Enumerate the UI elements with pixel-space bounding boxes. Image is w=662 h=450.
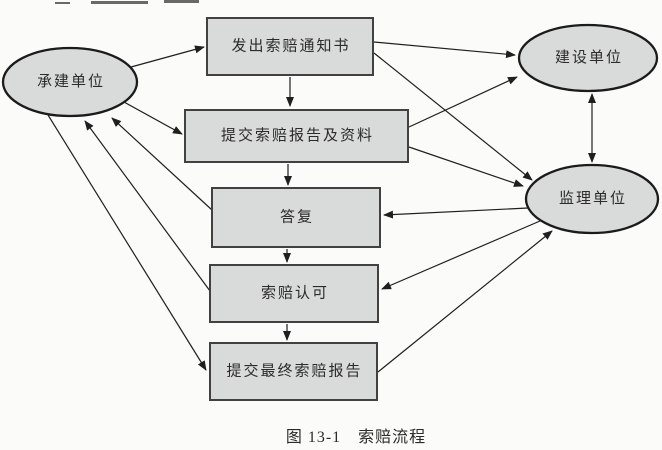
node-contractor-unit: 承建单位 — [1, 46, 139, 118]
figure-caption: 图 13-1 索赔流程 — [285, 429, 427, 446]
node-label-submit-claim-report: 提交索赔报告及资料 — [221, 126, 374, 144]
node-label-contractor-unit: 承建单位 — [37, 73, 105, 90]
scan-artifact-mark — [55, 2, 70, 4]
edge-notice-to-supervision — [373, 52, 533, 181]
edge-final-to-supervision — [377, 230, 553, 373]
node-label-supervision-unit: 监理单位 — [559, 190, 627, 207]
node-label-claim-approval: 索赔认可 — [261, 285, 329, 302]
edge-supervision-to-approval — [381, 220, 541, 290]
node-submit-claim-report: 提交索赔报告及资料 — [184, 109, 409, 163]
node-claim-approval: 索赔认可 — [209, 264, 379, 323]
scan-artifact-mark — [164, 0, 199, 3]
edge-contractor-to-report — [123, 101, 183, 135]
edges-layer — [47, 41, 596, 373]
edge-report-to-client — [408, 76, 518, 128]
node-submit-final-claim-report: 提交最终索赔报告 — [209, 342, 378, 401]
edge-approval-to-contractor — [84, 120, 211, 292]
edge-notice-to-client — [373, 41, 516, 59]
edge-reply-to-contractor — [111, 117, 213, 211]
edge-report-to-supervision — [408, 146, 524, 187]
node-reply: 答复 — [211, 187, 381, 248]
edge-contractor-to-final — [47, 114, 207, 371]
node-client-unit: 建设单位 — [517, 23, 659, 93]
edge-supervision-to-reply — [383, 207, 529, 219]
scan-artifacts — [55, 0, 199, 4]
node-supervision-unit: 监理单位 — [524, 163, 660, 235]
node-label-submit-final-claim-report: 提交最终索赔报告 — [226, 362, 362, 380]
node-label-issue-claim-notice: 发出索赔通知书 — [231, 38, 350, 55]
node-label-reply: 答复 — [280, 208, 314, 226]
scan-artifact-mark — [91, 1, 148, 4]
edge-contractor-to-notice — [130, 45, 205, 68]
node-label-client-unit: 建设单位 — [555, 49, 623, 66]
node-issue-claim-notice: 发出索赔通知书 — [206, 17, 374, 76]
